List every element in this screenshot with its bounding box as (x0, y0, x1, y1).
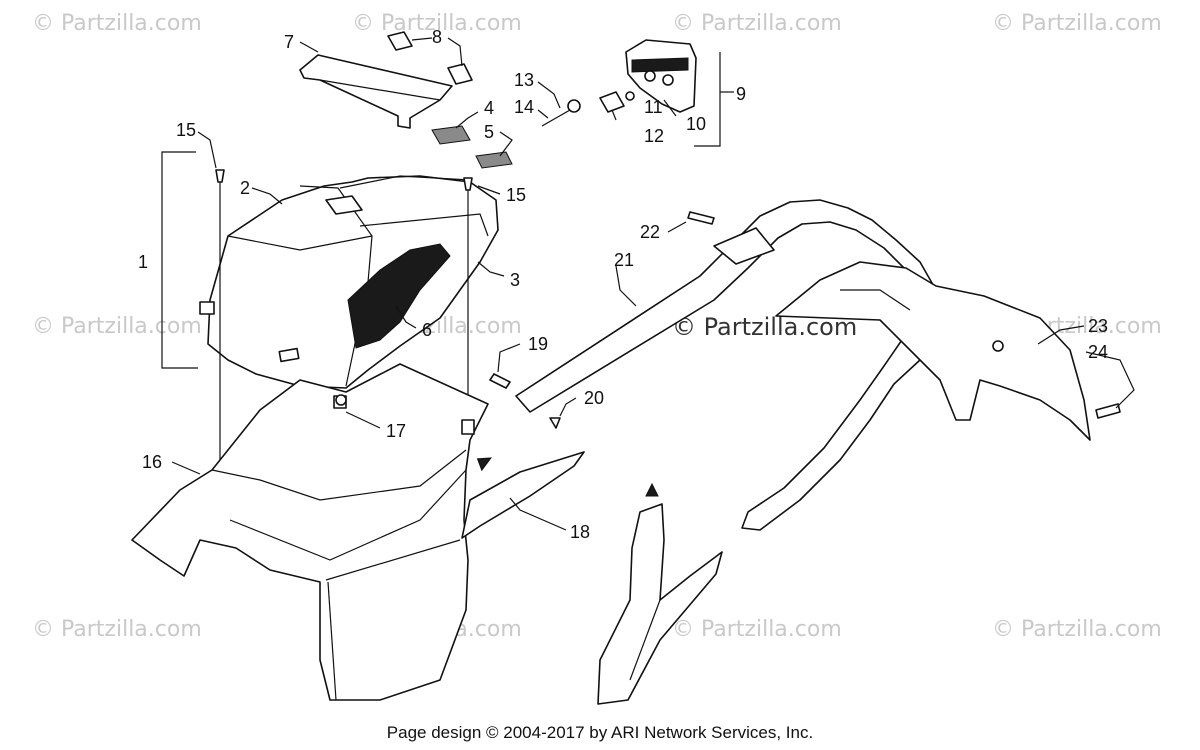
footer-credit: Page design © 2004-2017 by ARI Network S… (387, 723, 813, 742)
part-23-rear-flap (775, 261, 1091, 441)
callout-19: 19 (528, 334, 548, 354)
callout-20: 20 (584, 388, 604, 408)
callout-15: 15 (506, 185, 526, 205)
part-16-lower-tub (131, 363, 489, 701)
watermark: © Partzilla.com (672, 617, 842, 642)
part-11-12-bulb-socket (541, 91, 635, 127)
part-18-left-deflector (461, 451, 585, 539)
part-7-bracket (299, 54, 453, 129)
part-8-clips (387, 31, 473, 85)
callout-16: 16 (142, 452, 162, 472)
callout-22: 22 (640, 222, 660, 242)
watermark: © Partzilla.com (32, 314, 202, 339)
callout-3: 3 (510, 270, 520, 290)
callout-11: 11 (644, 97, 663, 117)
callout-numbers: 1 2 3 4 5 6 7 8 9 10 11 12 13 14 15 15 1… (138, 27, 1108, 542)
watermark: © Partzilla.com (992, 617, 1162, 642)
callout-6: 6 (422, 320, 432, 340)
callout-21: 21 (614, 250, 634, 270)
part-5-reflector (475, 151, 513, 169)
callout-15: 15 (176, 120, 196, 140)
callout-18: 18 (570, 522, 590, 542)
callout-10: 10 (686, 114, 706, 134)
direction-arrows (476, 457, 659, 497)
part-4-reflector (431, 125, 471, 145)
callout-13: 13 (514, 70, 534, 90)
callout-24: 24 (1088, 342, 1108, 362)
watermark: © Partzilla.com (672, 11, 842, 36)
callout-12: 12 (644, 126, 664, 146)
callout-14: 14 (514, 97, 534, 117)
leader-lines (161, 37, 1135, 531)
part-18-right-deflector (597, 503, 723, 705)
part-21-grab-bar (515, 199, 941, 531)
callout-2: 2 (240, 178, 250, 198)
callout-5: 5 (484, 122, 494, 142)
callout-1: 1 (138, 252, 148, 272)
watermark: © Partzilla.com (32, 617, 202, 642)
callout-9: 9 (736, 84, 746, 104)
part-2-rear-cover (199, 175, 499, 389)
callout-4: 4 (484, 98, 494, 118)
watermark: © Partzilla.com (992, 11, 1162, 36)
callout-17: 17 (386, 421, 406, 441)
hardware (335, 211, 1121, 429)
callout-23: 23 (1088, 316, 1108, 336)
callout-8: 8 (432, 27, 442, 47)
watermark: © Partzilla.com (32, 11, 202, 36)
part-10-tail-light (625, 39, 697, 113)
callout-7: 7 (284, 32, 294, 52)
watermark: © Partzilla.com (352, 11, 522, 36)
